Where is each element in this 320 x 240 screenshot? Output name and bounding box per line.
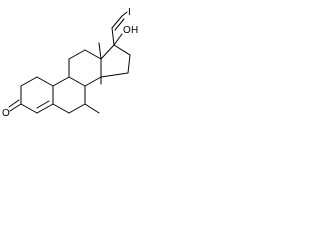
bond-double-inner bbox=[114, 18, 125, 31]
bond bbox=[113, 33, 123, 46]
bond bbox=[20, 76, 38, 87]
bond bbox=[68, 76, 86, 87]
bond-double-inner bbox=[8, 99, 20, 108]
hydroxyl-oxygen-label: O bbox=[123, 25, 131, 36]
bond bbox=[20, 103, 38, 114]
bond-layer bbox=[8, 11, 131, 114]
bond bbox=[98, 42, 102, 60]
bond bbox=[52, 103, 70, 114]
bond-double-inner bbox=[36, 100, 50, 109]
hydroxyl-hydrogen-label: H bbox=[131, 25, 138, 36]
bond bbox=[111, 27, 115, 46]
bond bbox=[84, 103, 100, 114]
bond bbox=[100, 72, 129, 78]
bond bbox=[9, 103, 22, 112]
bond bbox=[84, 76, 102, 87]
steroid-structure-diagram: I O H O bbox=[2, 7, 138, 119]
bond bbox=[127, 54, 131, 74]
bond bbox=[111, 15, 123, 29]
bond bbox=[52, 76, 70, 87]
bond bbox=[121, 11, 128, 17]
bond bbox=[84, 49, 102, 60]
bond bbox=[36, 103, 54, 114]
bond bbox=[68, 103, 86, 114]
ketone-oxygen-label: O bbox=[2, 108, 10, 119]
bond bbox=[36, 76, 54, 87]
bond bbox=[113, 44, 131, 56]
iodine-label: I bbox=[128, 7, 131, 18]
bond bbox=[100, 44, 115, 60]
bond bbox=[68, 49, 86, 60]
atom-label-layer: I O H O bbox=[2, 7, 138, 119]
